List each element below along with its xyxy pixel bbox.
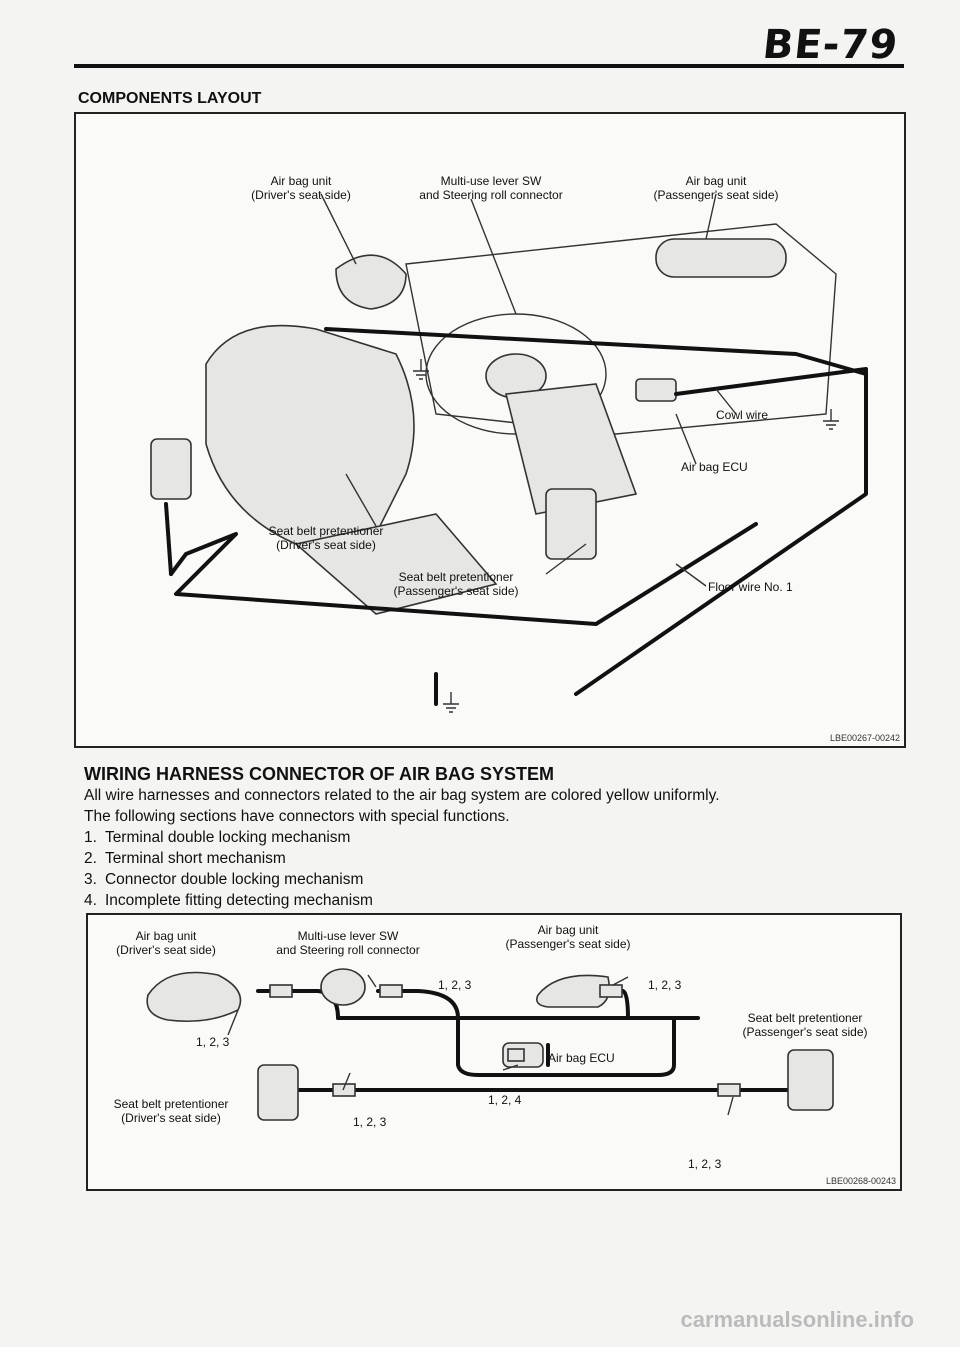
driver-airbag-unit <box>335 254 407 310</box>
connector <box>379 984 403 998</box>
connector-callout: 1, 2, 3 <box>353 1115 387 1129</box>
label-floor-wire: Floor wire No. 1 <box>708 580 793 594</box>
list-item: 1.Terminal double locking mechanism <box>84 829 351 846</box>
driver-seat <box>205 324 415 545</box>
label-airbag-passenger: Air bag unit (Passenger's seat side) <box>505 923 631 951</box>
connector-callout: 1, 2, 3 <box>688 1157 722 1171</box>
center-console <box>505 383 638 515</box>
dashboard <box>405 223 837 435</box>
label-pretensioner-driver: Seat belt pretentioner (Driver's seat si… <box>268 524 384 552</box>
passenger-pretensioner-part <box>545 488 597 560</box>
label-airbag-passenger: Air bag unit (Passenger's seat side) <box>653 174 779 202</box>
connector-callout: 1, 2, 3 <box>438 978 472 992</box>
watermark: carmanualsonline.info <box>680 1307 915 1332</box>
list-item: 4.Incomplete fitting detecting mechanism <box>84 892 373 909</box>
components-layout-title: COMPONENTS LAYOUT <box>78 90 262 107</box>
connector <box>332 1083 356 1097</box>
figure-code: LBE00268-00243 <box>825 1176 896 1186</box>
connector-callout: 1, 2, 3 <box>648 978 682 992</box>
components-layout-illustration <box>150 193 868 713</box>
driver-airbag-unit <box>146 971 242 1023</box>
passenger-pretensioner-part <box>787 1049 834 1111</box>
cowl-wire <box>324 327 868 376</box>
label-multiuse-sw: Multi-use lever SW and Steering roll con… <box>419 174 563 202</box>
driver-pretensioner-part <box>257 1064 299 1121</box>
label-pretensioner-passenger: Seat belt pretentioner (Passenger's seat… <box>393 570 519 598</box>
wiring-diagram-figure: Air bag unit (Driver's seat side) Multi-… <box>86 913 902 1191</box>
connector-callout: 1, 2, 3 <box>196 1035 230 1049</box>
ground-symbol <box>823 409 839 430</box>
floor-wire <box>169 522 758 706</box>
list-item: 2.Terminal short mechanism <box>84 850 286 867</box>
label-airbag-ecu: Air bag ECU <box>681 460 748 474</box>
airbag-ecu-part <box>635 378 677 402</box>
wiring-diagram-illustration <box>146 968 834 1121</box>
label-pretensioner-passenger: Seat belt pretentioner (Passenger's seat… <box>742 1011 868 1039</box>
label-airbag-driver: Air bag unit (Driver's seat side) <box>251 174 351 202</box>
wiring-paragraph-2: The following sections have connectors w… <box>84 808 510 825</box>
connector-callout: 1, 2, 4 <box>488 1093 522 1107</box>
label-airbag-driver: Air bag unit (Driver's seat side) <box>116 929 216 957</box>
ground-symbol <box>443 692 459 713</box>
feature-list: 1.Terminal double locking mechanism 2.Te… <box>84 827 373 911</box>
passenger-airbag-unit <box>535 974 611 1008</box>
header-rule <box>74 64 904 68</box>
wiring-heading: WIRING HARNESS CONNECTOR OF AIR BAG SYST… <box>84 764 555 784</box>
passenger-airbag-unit <box>655 238 787 278</box>
connector <box>599 984 623 998</box>
multiuse-lever-sw <box>320 968 366 1006</box>
ground-symbol <box>413 359 429 380</box>
page-code: BE-79 <box>760 22 901 68</box>
connector <box>269 984 293 998</box>
figure-code: LBE00267-00242 <box>829 733 900 743</box>
label-multiuse-sw: Multi-use lever SW and Steering roll con… <box>276 929 420 957</box>
driver-pretensioner-part <box>150 438 192 500</box>
wiring-paragraph-1: All wire harnesses and connectors relate… <box>84 787 720 804</box>
connector <box>717 1083 741 1097</box>
components-layout-figure: Air bag unit (Driver's seat side) Multi-… <box>74 112 906 748</box>
connector <box>507 1048 525 1062</box>
label-cowl-wire: Cowl wire <box>716 408 769 422</box>
label-airbag-ecu: Air bag ECU <box>548 1051 615 1065</box>
list-item: 3.Connector double locking mechanism <box>84 871 364 888</box>
label-pretensioner-driver: Seat belt pretentioner (Driver's seat si… <box>113 1097 229 1125</box>
